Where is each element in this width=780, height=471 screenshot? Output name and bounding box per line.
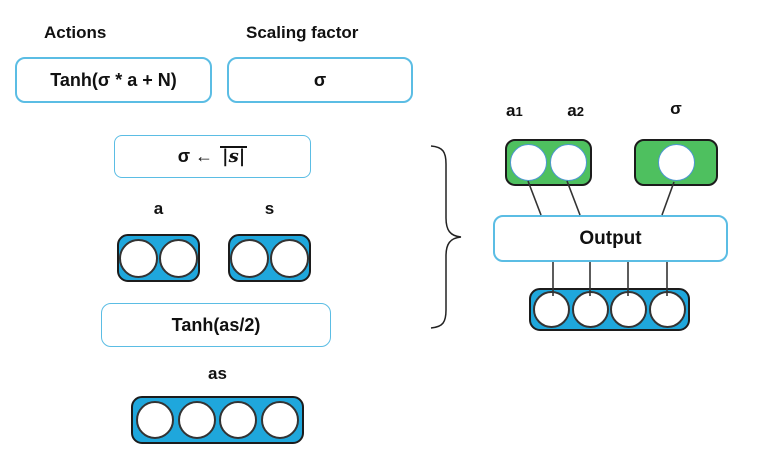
neuron-circle (571, 291, 609, 328)
as-vector-label: as (208, 364, 227, 383)
a-vector-label: a (153, 199, 164, 218)
s-node-box (228, 234, 311, 282)
a1-a2-labels: a1 a2 (504, 101, 590, 121)
neuron-circle (510, 144, 547, 181)
sigma-update-box: σ ← |s| (114, 135, 311, 178)
neuron-circle (610, 291, 648, 328)
a1-label: a1 (506, 101, 523, 120)
as-node-box (131, 396, 304, 444)
a-node-box (117, 234, 200, 282)
s-vector-label: s (264, 199, 275, 218)
output-box-text: Output (579, 227, 642, 249)
neuron-circle (230, 238, 270, 278)
curly-brace (430, 145, 462, 329)
sigma-update-prefix: σ ← (177, 146, 214, 166)
actions-formula-box: Tanh(σ * a + N) (15, 57, 212, 103)
line-a2-to-output (566, 180, 581, 216)
combined-node-box (529, 288, 690, 331)
neuron-circle (136, 401, 175, 439)
a2-label: a2 (567, 101, 584, 120)
sigma-update-mean-abs-s: |s| (220, 146, 248, 168)
tanh-as-box: Tanh(as/2) (101, 303, 331, 347)
neuron-circle (119, 238, 159, 278)
scaling-formula-box: σ (227, 57, 413, 103)
sigma-output-node-box (634, 139, 718, 186)
neuron-circle (532, 291, 570, 328)
sigma-output-label: σ (670, 99, 682, 118)
neuron-circle (260, 401, 299, 439)
line-sigma-to-output (661, 181, 675, 216)
actions-title: Actions (44, 23, 107, 42)
line-a1-to-output (527, 180, 542, 216)
neuron-circle (177, 401, 216, 439)
neuron-circle (649, 291, 687, 328)
neuron-circle (657, 144, 695, 181)
scaling-formula-text: σ (313, 69, 327, 90)
scaling-factor-title: Scaling factor (246, 23, 359, 42)
neuron-circle (269, 238, 309, 278)
neuron-circle (219, 401, 258, 439)
actions-output-node-box (505, 139, 592, 186)
tanh-as-text: Tanh(as/2) (171, 314, 261, 335)
output-box: Output (493, 215, 728, 262)
neuron-circle (158, 238, 198, 278)
neuron-circle (550, 144, 587, 181)
actions-formula-text: Tanh(σ * a + N) (50, 69, 177, 90)
